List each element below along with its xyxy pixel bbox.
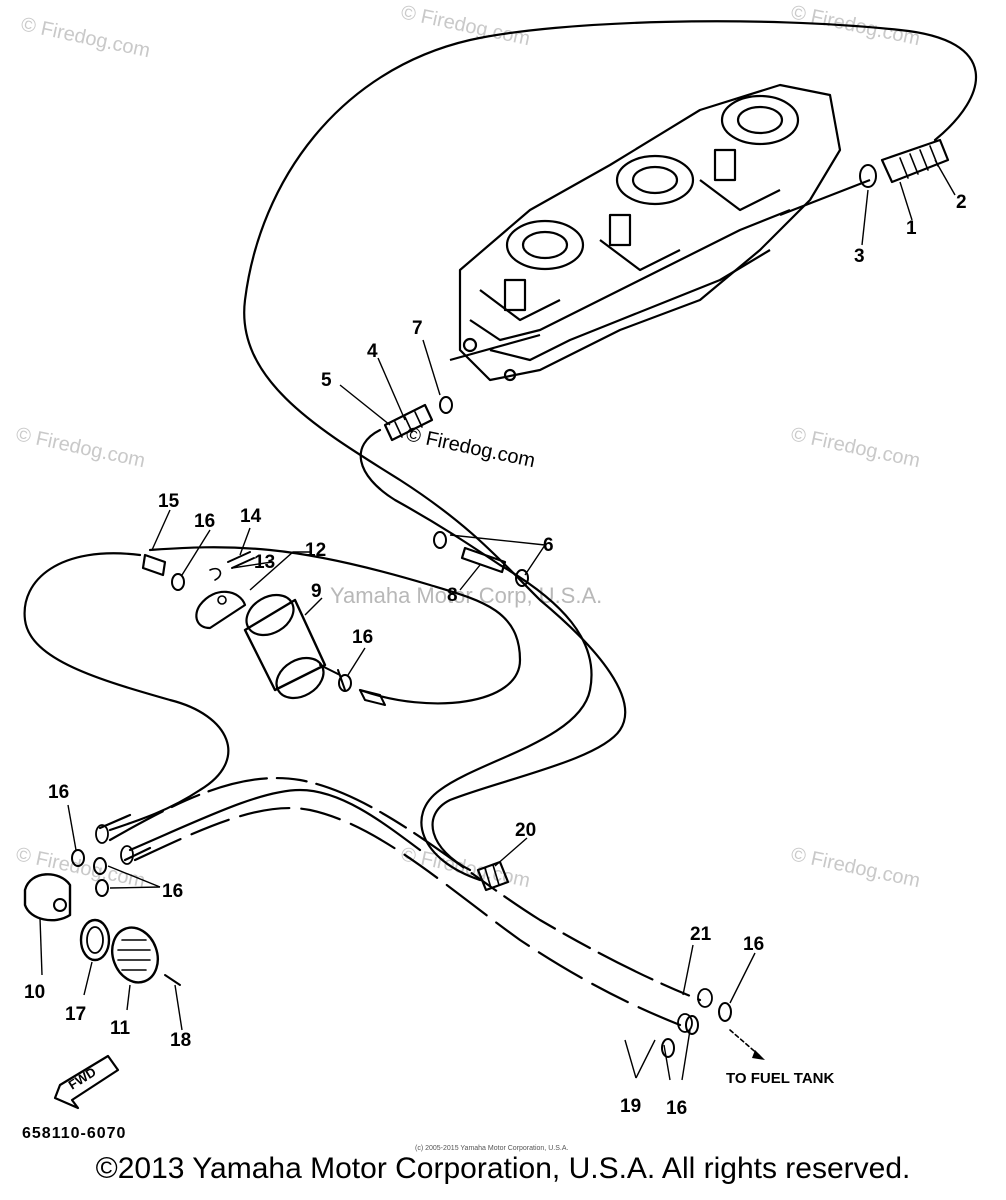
fuel-tank-tubes xyxy=(95,776,713,1033)
cap-11 xyxy=(111,926,159,984)
part-label-20: 20 xyxy=(515,820,536,841)
fuel-fitting-10 xyxy=(23,849,109,922)
watermark-firedog: © Firedog.com xyxy=(789,843,922,892)
fuel-hose-loop xyxy=(23,20,978,882)
part-label-15: 15 xyxy=(158,491,180,512)
part-label-13: 13 xyxy=(254,552,275,573)
tank-end-clamps xyxy=(661,1002,765,1060)
small-parts xyxy=(141,551,255,591)
part-label-16: 16 xyxy=(48,782,69,803)
part-label-1: 1 xyxy=(906,218,917,239)
watermark-firedog: © Firedog.com xyxy=(14,423,147,472)
joint-8 xyxy=(433,531,529,587)
part-label-16: 16 xyxy=(162,881,183,902)
part-label-17: 17 xyxy=(65,1004,86,1025)
watermark-firedog: © Firedog.com xyxy=(789,423,922,472)
part-label-6: 6 xyxy=(543,535,554,556)
fuel-filter-9 xyxy=(243,593,386,706)
fwd-arrow: FWD xyxy=(53,1054,120,1110)
part-label-9: 9 xyxy=(311,581,322,602)
clamp-20 xyxy=(476,860,510,892)
part-label-3: 3 xyxy=(854,246,865,267)
spring-hose-4 xyxy=(383,396,453,442)
part-label-21: 21 xyxy=(690,924,712,945)
diagram-code: 658110-6070 xyxy=(22,1125,126,1142)
part-label-8: 8 xyxy=(447,585,458,606)
fine-print: (c) 2005-2015 Yamaha Motor Corporation, … xyxy=(415,1145,568,1152)
to-fuel-tank-label: TO FUEL TANK xyxy=(726,1070,835,1087)
watermark-firedog-inline: © Firedog.com xyxy=(404,423,537,472)
screw-18 xyxy=(164,974,181,986)
carburetor-assembly xyxy=(449,83,871,382)
part-label-16: 16 xyxy=(194,511,215,532)
part-label-18: 18 xyxy=(170,1030,191,1051)
leader-lines xyxy=(39,159,956,1081)
part-label-14: 14 xyxy=(240,506,262,527)
part-label-5: 5 xyxy=(321,370,332,391)
part-label-16: 16 xyxy=(666,1098,687,1119)
watermarks: © Firedog.com © Firedog.com © Firedog.co… xyxy=(14,1,922,892)
part-label-4: 4 xyxy=(367,341,378,362)
gasket-17 xyxy=(79,918,111,962)
part-label-19: 19 xyxy=(620,1096,641,1117)
copyright-footer: ©2013 Yamaha Motor Corporation, U.S.A. A… xyxy=(95,1152,911,1185)
part-label-12: 12 xyxy=(305,540,326,561)
part-label-16: 16 xyxy=(352,627,373,648)
spring-hose-2 xyxy=(859,138,950,188)
part-number-labels: 1 2 3 4 5 6 7 8 9 10 11 12 13 14 15 16 1… xyxy=(24,192,967,1119)
part-label-11: 11 xyxy=(110,1018,131,1039)
watermark-firedog: © Firedog.com xyxy=(19,13,152,62)
part-label-10: 10 xyxy=(24,982,45,1003)
part-label-16: 16 xyxy=(743,934,764,955)
part-label-2: 2 xyxy=(956,192,967,213)
watermark-firedog: © Firedog.com xyxy=(399,1,532,50)
bracket-12 xyxy=(195,590,247,630)
part-label-7: 7 xyxy=(412,318,423,339)
